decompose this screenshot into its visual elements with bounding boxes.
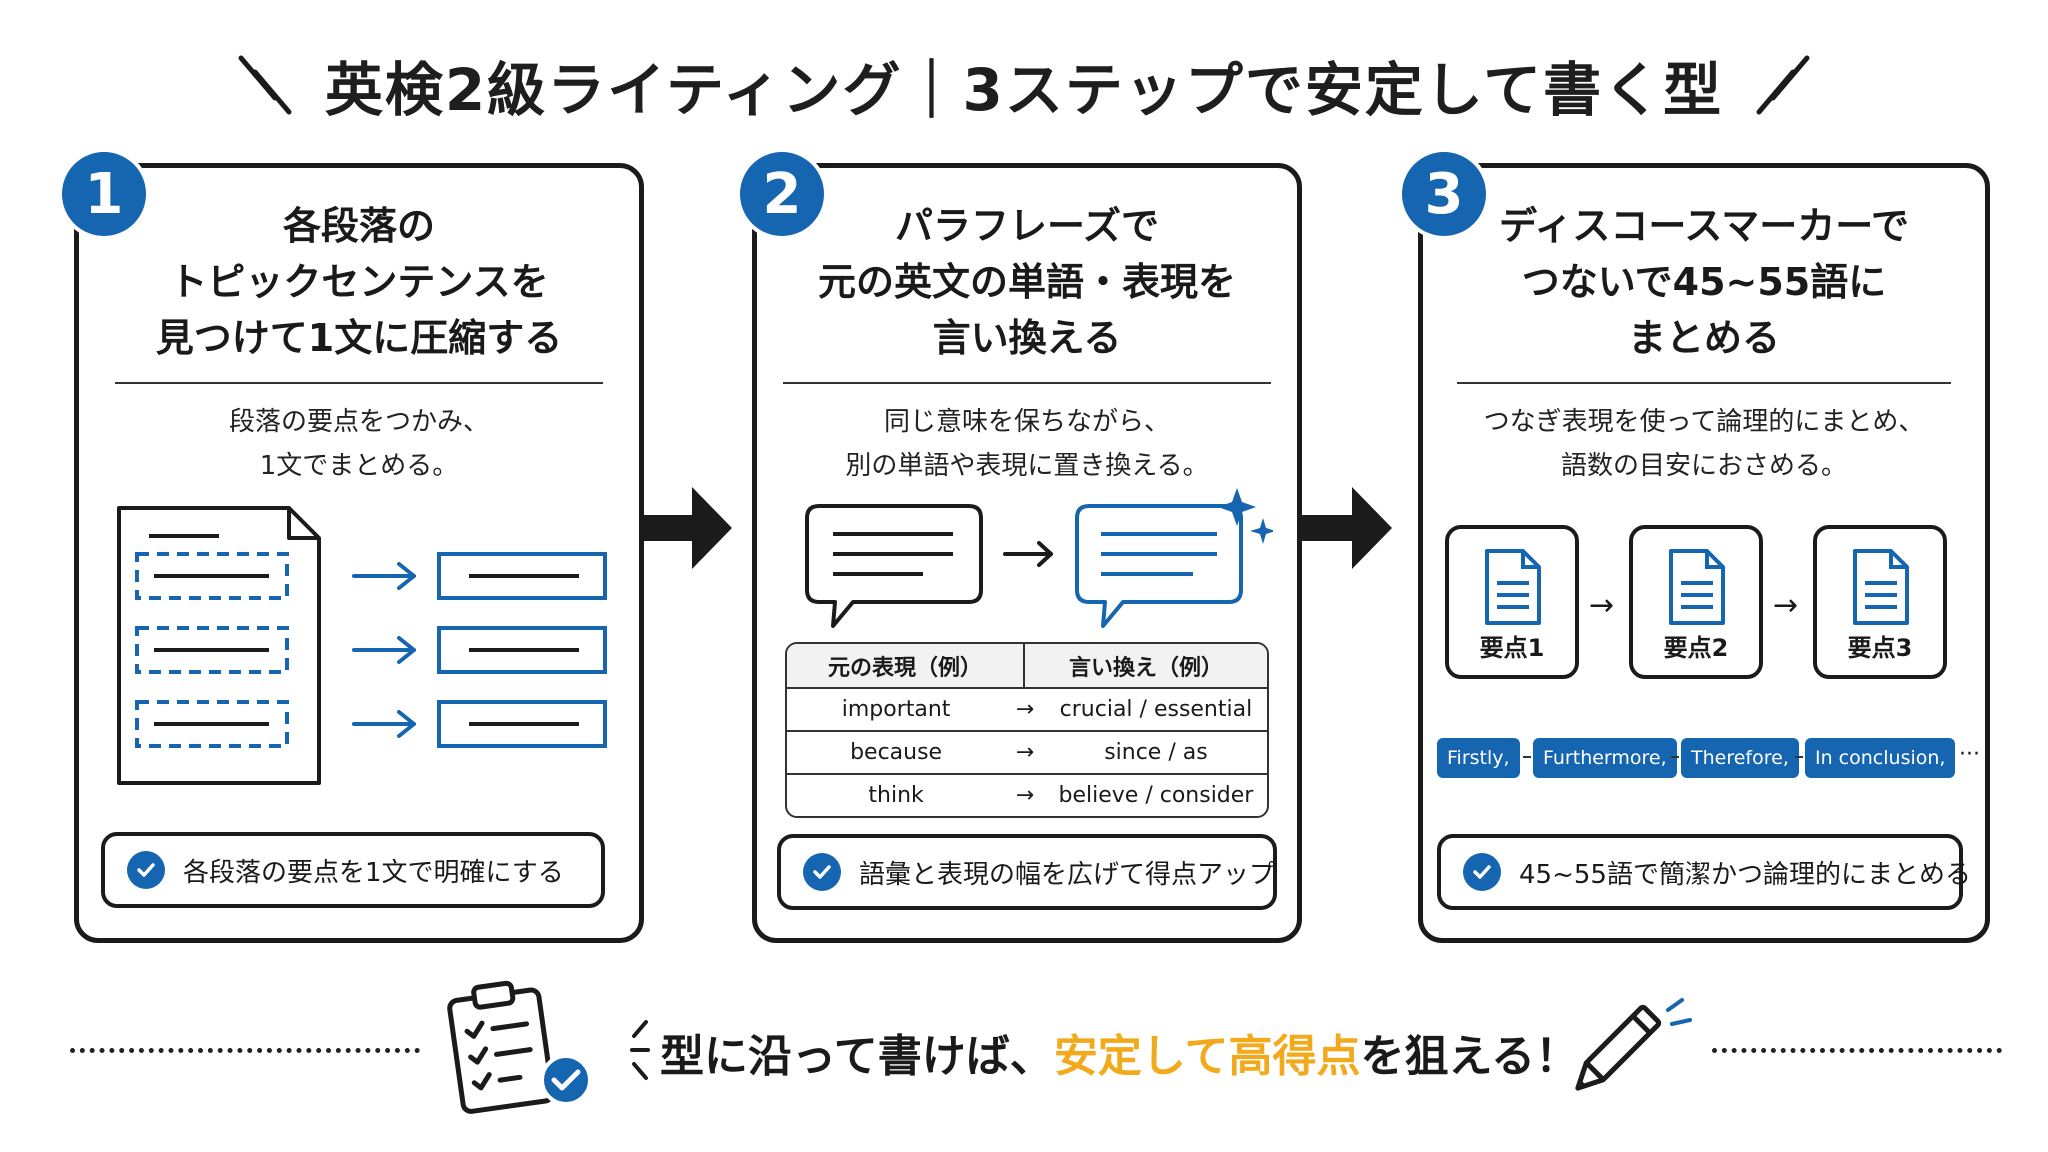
document-compress-illustration [117, 506, 607, 785]
table-row: important → crucial / essential [787, 687, 1267, 730]
paraphrase-cell: crucial / essential [1059, 697, 1253, 722]
step-2-keypoint: 語彙と表現の幅を広げて得点アップ [777, 834, 1277, 910]
table-header-row: 元の表現（例） 言い換え（例） [787, 644, 1267, 687]
chip-connector [1795, 756, 1803, 758]
title-deco-right-icon [1753, 50, 1813, 120]
original-cell: think [868, 783, 924, 808]
arrow-right-icon: → [1015, 697, 1035, 722]
flow-arrow-icon [1300, 487, 1392, 569]
pencil-icon [1575, 998, 1692, 1091]
document-icon [1853, 549, 1909, 625]
paraphrase-example-table: 元の表現（例） 言い換え（例） important → crucial / es… [785, 642, 1269, 818]
footer-dotted-line-left [70, 1048, 420, 1053]
step-1-description: 段落の要点をつかみ、 1文でまとめる。 [228, 407, 489, 481]
footer-message: 型に沿って書けば、安定して高得点を狙える！ [660, 1031, 1580, 1082]
check-icon [1463, 853, 1501, 891]
step-1-number-badge: 1 [58, 148, 150, 240]
step-1-divider [115, 382, 603, 384]
arrow-right-icon: → [1773, 588, 1799, 623]
footer-highlight: 安定して高得点 [1053, 1031, 1361, 1082]
step-1-keypoint: 各段落の要点を1文で明確にする [101, 832, 605, 908]
table-header-paraphrase: 言い換え（例） [1069, 655, 1224, 681]
arrow-right-icon: → [1015, 783, 1035, 808]
point-label: 要点3 [1847, 634, 1913, 662]
step-2-title: パラフレーズで 元の英文の単語・表現を 言い換える [817, 204, 1236, 360]
check-icon [803, 853, 841, 891]
original-cell: because [850, 740, 943, 765]
step-3-description: つなぎ表現を使って論理的にまとめ、 語数の目安におさめる。 [1483, 407, 1925, 481]
point-card-3: 要点3 [1813, 525, 1947, 679]
table-row: think → believe / consider [787, 773, 1267, 816]
document-icon [1485, 549, 1541, 625]
marker-chip-therefore: Therefore, [1681, 738, 1799, 778]
flow-arrow-icon [640, 487, 732, 569]
point-card-1: 要点1 [1445, 525, 1579, 679]
check-icon [127, 851, 165, 889]
chip-connector [1523, 756, 1531, 758]
marker-chip-in-conclusion: In conclusion, [1805, 738, 1956, 778]
emphasis-marks-icon [630, 1020, 650, 1080]
table-header-original: 元の表現（例） [787, 644, 1026, 687]
arrow-right-icon: → [1589, 588, 1615, 623]
title-deco-left-icon [235, 50, 295, 120]
step-2-number-badge: 2 [736, 148, 828, 240]
paraphrase-cell: since / as [1104, 740, 1208, 765]
point-label: 要点1 [1479, 634, 1545, 662]
step-3-title: ディスコースマーカーで つないで45~55語に まとめる [1498, 204, 1910, 360]
point-card-2: 要点2 [1629, 525, 1763, 679]
table-row: because → since / as [787, 730, 1267, 773]
footer-dotted-line-right [1712, 1048, 2002, 1053]
point-label: 要点2 [1663, 634, 1729, 662]
step-card-2: パラフレーズで 元の英文の単語・表現を 言い換える 同じ意味を保ちながら、 別の… [752, 163, 1302, 943]
step-2-description: 同じ意味を保ちながら、 別の単語や表現に置き換える。 [845, 407, 1209, 481]
chip-connector [1671, 756, 1679, 758]
step-2-divider [783, 382, 1271, 384]
original-cell: important [841, 697, 951, 722]
step-3-keypoint: 45~55語で簡潔かつ論理的にまとめる [1437, 834, 1971, 910]
step-3-divider [1457, 382, 1951, 384]
step-card-1: 各段落の トピックセンテンスを 見つけて1文に圧縮する 段落の要点をつかみ、 1… [74, 163, 644, 943]
more-markers-ellipsis: ··· [1959, 742, 1980, 767]
paraphrase-cell: believe / consider [1058, 783, 1254, 808]
step-card-3: ディスコースマーカーで つないで45~55語に まとめる つなぎ表現を使って論理… [1418, 163, 1990, 943]
paraphrase-bubbles-illustration [805, 488, 1273, 628]
marker-chip-firstly: Firstly, [1437, 738, 1520, 778]
step-3-number-badge: 3 [1398, 148, 1490, 240]
document-icon [1669, 549, 1725, 625]
clipboard-checklist-icon [447, 980, 592, 1114]
title-bar: 英検2級ライティング｜3ステップで安定して書く型 [0, 40, 2048, 130]
step-1-title: 各段落の トピックセンテンスを 見つけて1文に圧縮する [155, 204, 563, 360]
arrow-right-icon: → [1015, 740, 1035, 765]
marker-chip-furthermore: Furthermore, [1533, 738, 1677, 778]
page-title: 英検2級ライティング｜3ステップで安定して書く型 [324, 56, 1724, 124]
